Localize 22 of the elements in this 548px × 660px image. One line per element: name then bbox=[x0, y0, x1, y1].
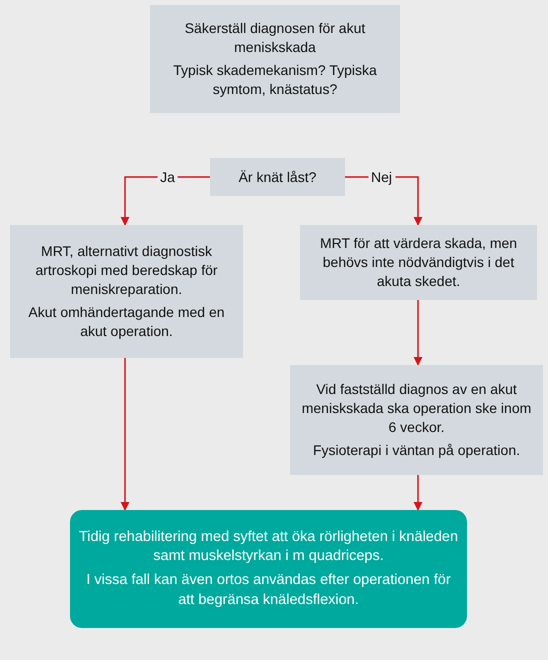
process-box bbox=[300, 225, 537, 300]
node-text: Är knät låst? bbox=[238, 168, 316, 186]
node-text: Säkerställ diagnosen för akut meniskskada bbox=[184, 19, 366, 57]
node-text: I vissa fall kan även ortos användas efter operationen för att begränsa knäledsflexion. bbox=[85, 571, 452, 610]
result-box bbox=[70, 510, 467, 628]
node-text: Vid fastställd diagnos av en akut meniskskada ska operation ske inom 6 veckor. bbox=[300, 380, 532, 437]
arrow bbox=[414, 475, 422, 511]
edge-label: Nej bbox=[368, 169, 395, 185]
node-text: Fysioterapi i väntan på operation. bbox=[312, 440, 520, 460]
process-box bbox=[10, 225, 243, 358]
node-text: MRT för att värdera skada, men behövs inte nödvändigtvis i det akuta skedet. bbox=[318, 234, 518, 291]
text-box bbox=[150, 5, 400, 113]
arrow bbox=[120, 358, 130, 511]
arrow bbox=[120, 176, 210, 226]
decision-box bbox=[210, 158, 345, 196]
node-text: Typisk skademekanism? Typiska symtom, knästatus? bbox=[172, 61, 378, 99]
process-box bbox=[290, 365, 543, 475]
edge-label: Ja bbox=[157, 169, 178, 185]
node-text: Tidig rehabilitering med syftet att öka rörligheten i knäleden samt muskelstyrkan i m quadriceps. bbox=[78, 528, 459, 566]
node-text: MRT, alternativt diagnostisk artroskopi med beredskap för meniskreparation. bbox=[34, 242, 219, 299]
node-text: Akut omhändertagande med en akut operation. bbox=[27, 302, 226, 341]
arrow bbox=[414, 300, 422, 366]
